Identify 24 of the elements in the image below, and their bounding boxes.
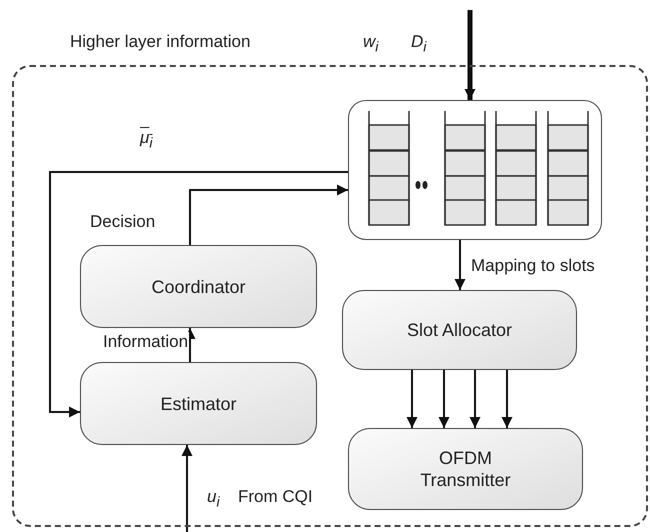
- input-label: Higher layer information: [70, 32, 250, 52]
- box-label: OFDM Transmitter: [419, 447, 512, 491]
- arrow: [438, 370, 450, 428]
- arrow: [406, 370, 418, 428]
- box-label: Slot Allocator: [406, 319, 512, 341]
- system-boundary: [12, 65, 648, 527]
- process-box: [80, 362, 317, 445]
- process-box: [80, 245, 317, 328]
- process-box: [342, 290, 577, 370]
- arrow: [49, 171, 348, 418]
- arrow: [189, 184, 348, 245]
- arrow: [470, 370, 480, 428]
- symbol-label: u$_{i}$: [207, 487, 220, 512]
- box-label: Coordinator: [151, 276, 246, 298]
- arrow: [464, 10, 476, 100]
- arrow: [502, 370, 512, 428]
- arrow: [182, 445, 192, 532]
- box-label: Estimator: [160, 392, 237, 414]
- edge-label: From CQI: [237, 487, 314, 507]
- arrow: [454, 240, 466, 290]
- edge-label: Mapping to slots: [470, 256, 596, 276]
- process-box: [348, 428, 583, 510]
- symbol-label: w$_{i}$: [363, 32, 378, 58]
- symbol-label: D$_{i}$: [411, 32, 426, 58]
